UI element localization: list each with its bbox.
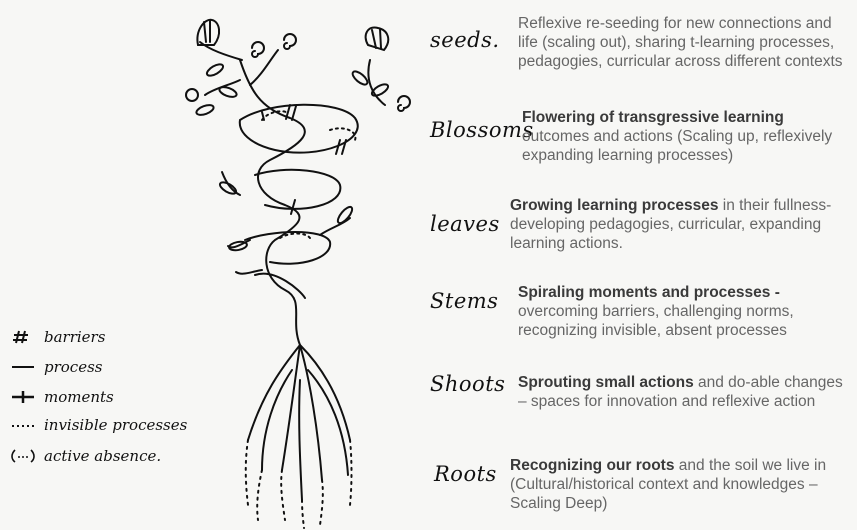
root-system bbox=[248, 345, 350, 500]
legend-item-absence: active absence. bbox=[10, 447, 161, 465]
spiral-loop-top bbox=[240, 105, 358, 153]
stage-label-blossoms: Blossoms bbox=[430, 118, 534, 142]
legend-label: active absence. bbox=[44, 447, 161, 465]
stage-desc-seeds: Reflexive re-seeding for new connections… bbox=[518, 14, 848, 71]
stage-desc-roots: Recognizing our roots and the soil we li… bbox=[510, 456, 855, 513]
flower-right bbox=[366, 27, 389, 50]
stage-label-stems: Stems bbox=[430, 289, 498, 313]
flower-left bbox=[197, 20, 219, 45]
stage-desc-blossoms: Flowering of transgressive learning outc… bbox=[522, 108, 852, 165]
legend-item-process: process bbox=[10, 358, 102, 376]
legend-label: invisible processes bbox=[44, 416, 187, 434]
legend-label: moments bbox=[44, 388, 114, 406]
stage-text: overcoming barriers, challenging norms, … bbox=[518, 303, 794, 339]
moment-icon bbox=[10, 388, 36, 406]
stage-text: Reflexive re-seeding for new connections… bbox=[518, 15, 843, 70]
stage-bold: Growing learning processes bbox=[510, 197, 718, 214]
legend-item-barriers: barriers bbox=[10, 328, 105, 346]
stage-label-seeds: seeds. bbox=[430, 28, 500, 52]
stage-desc-leaves: Growing learning processes in their full… bbox=[510, 196, 855, 253]
stage-bold: Spiraling moments and processes - bbox=[518, 284, 780, 301]
stage-text: outcomes and actions (Scaling up, reflex… bbox=[522, 128, 832, 164]
stage-label-shoots: Shoots bbox=[430, 372, 505, 396]
stage-desc-stems: Spiraling moments and processes - overco… bbox=[518, 283, 848, 340]
stage-bold: Recognizing our roots bbox=[510, 457, 674, 474]
legend-label: barriers bbox=[44, 328, 105, 346]
spiral-loop-low bbox=[245, 232, 330, 264]
active-absence-icon bbox=[10, 447, 36, 465]
stage-label-roots: Roots bbox=[434, 462, 497, 486]
stage-desc-shoots: Sprouting small actions and do-able chan… bbox=[518, 373, 848, 411]
spiral-loop-mid bbox=[255, 170, 340, 209]
invisible-process-icon bbox=[10, 416, 36, 434]
stage-bold: Sprouting small actions bbox=[518, 374, 694, 391]
legend-item-moments: moments bbox=[10, 388, 114, 406]
stage-bold: Flowering of transgressive learning bbox=[522, 109, 784, 126]
barrier-icon bbox=[10, 328, 36, 346]
stage-label-leaves: leaves bbox=[430, 212, 500, 236]
process-icon bbox=[10, 358, 36, 376]
legend-item-invisible: invisible processes bbox=[10, 416, 187, 434]
legend-label: process bbox=[44, 358, 102, 376]
